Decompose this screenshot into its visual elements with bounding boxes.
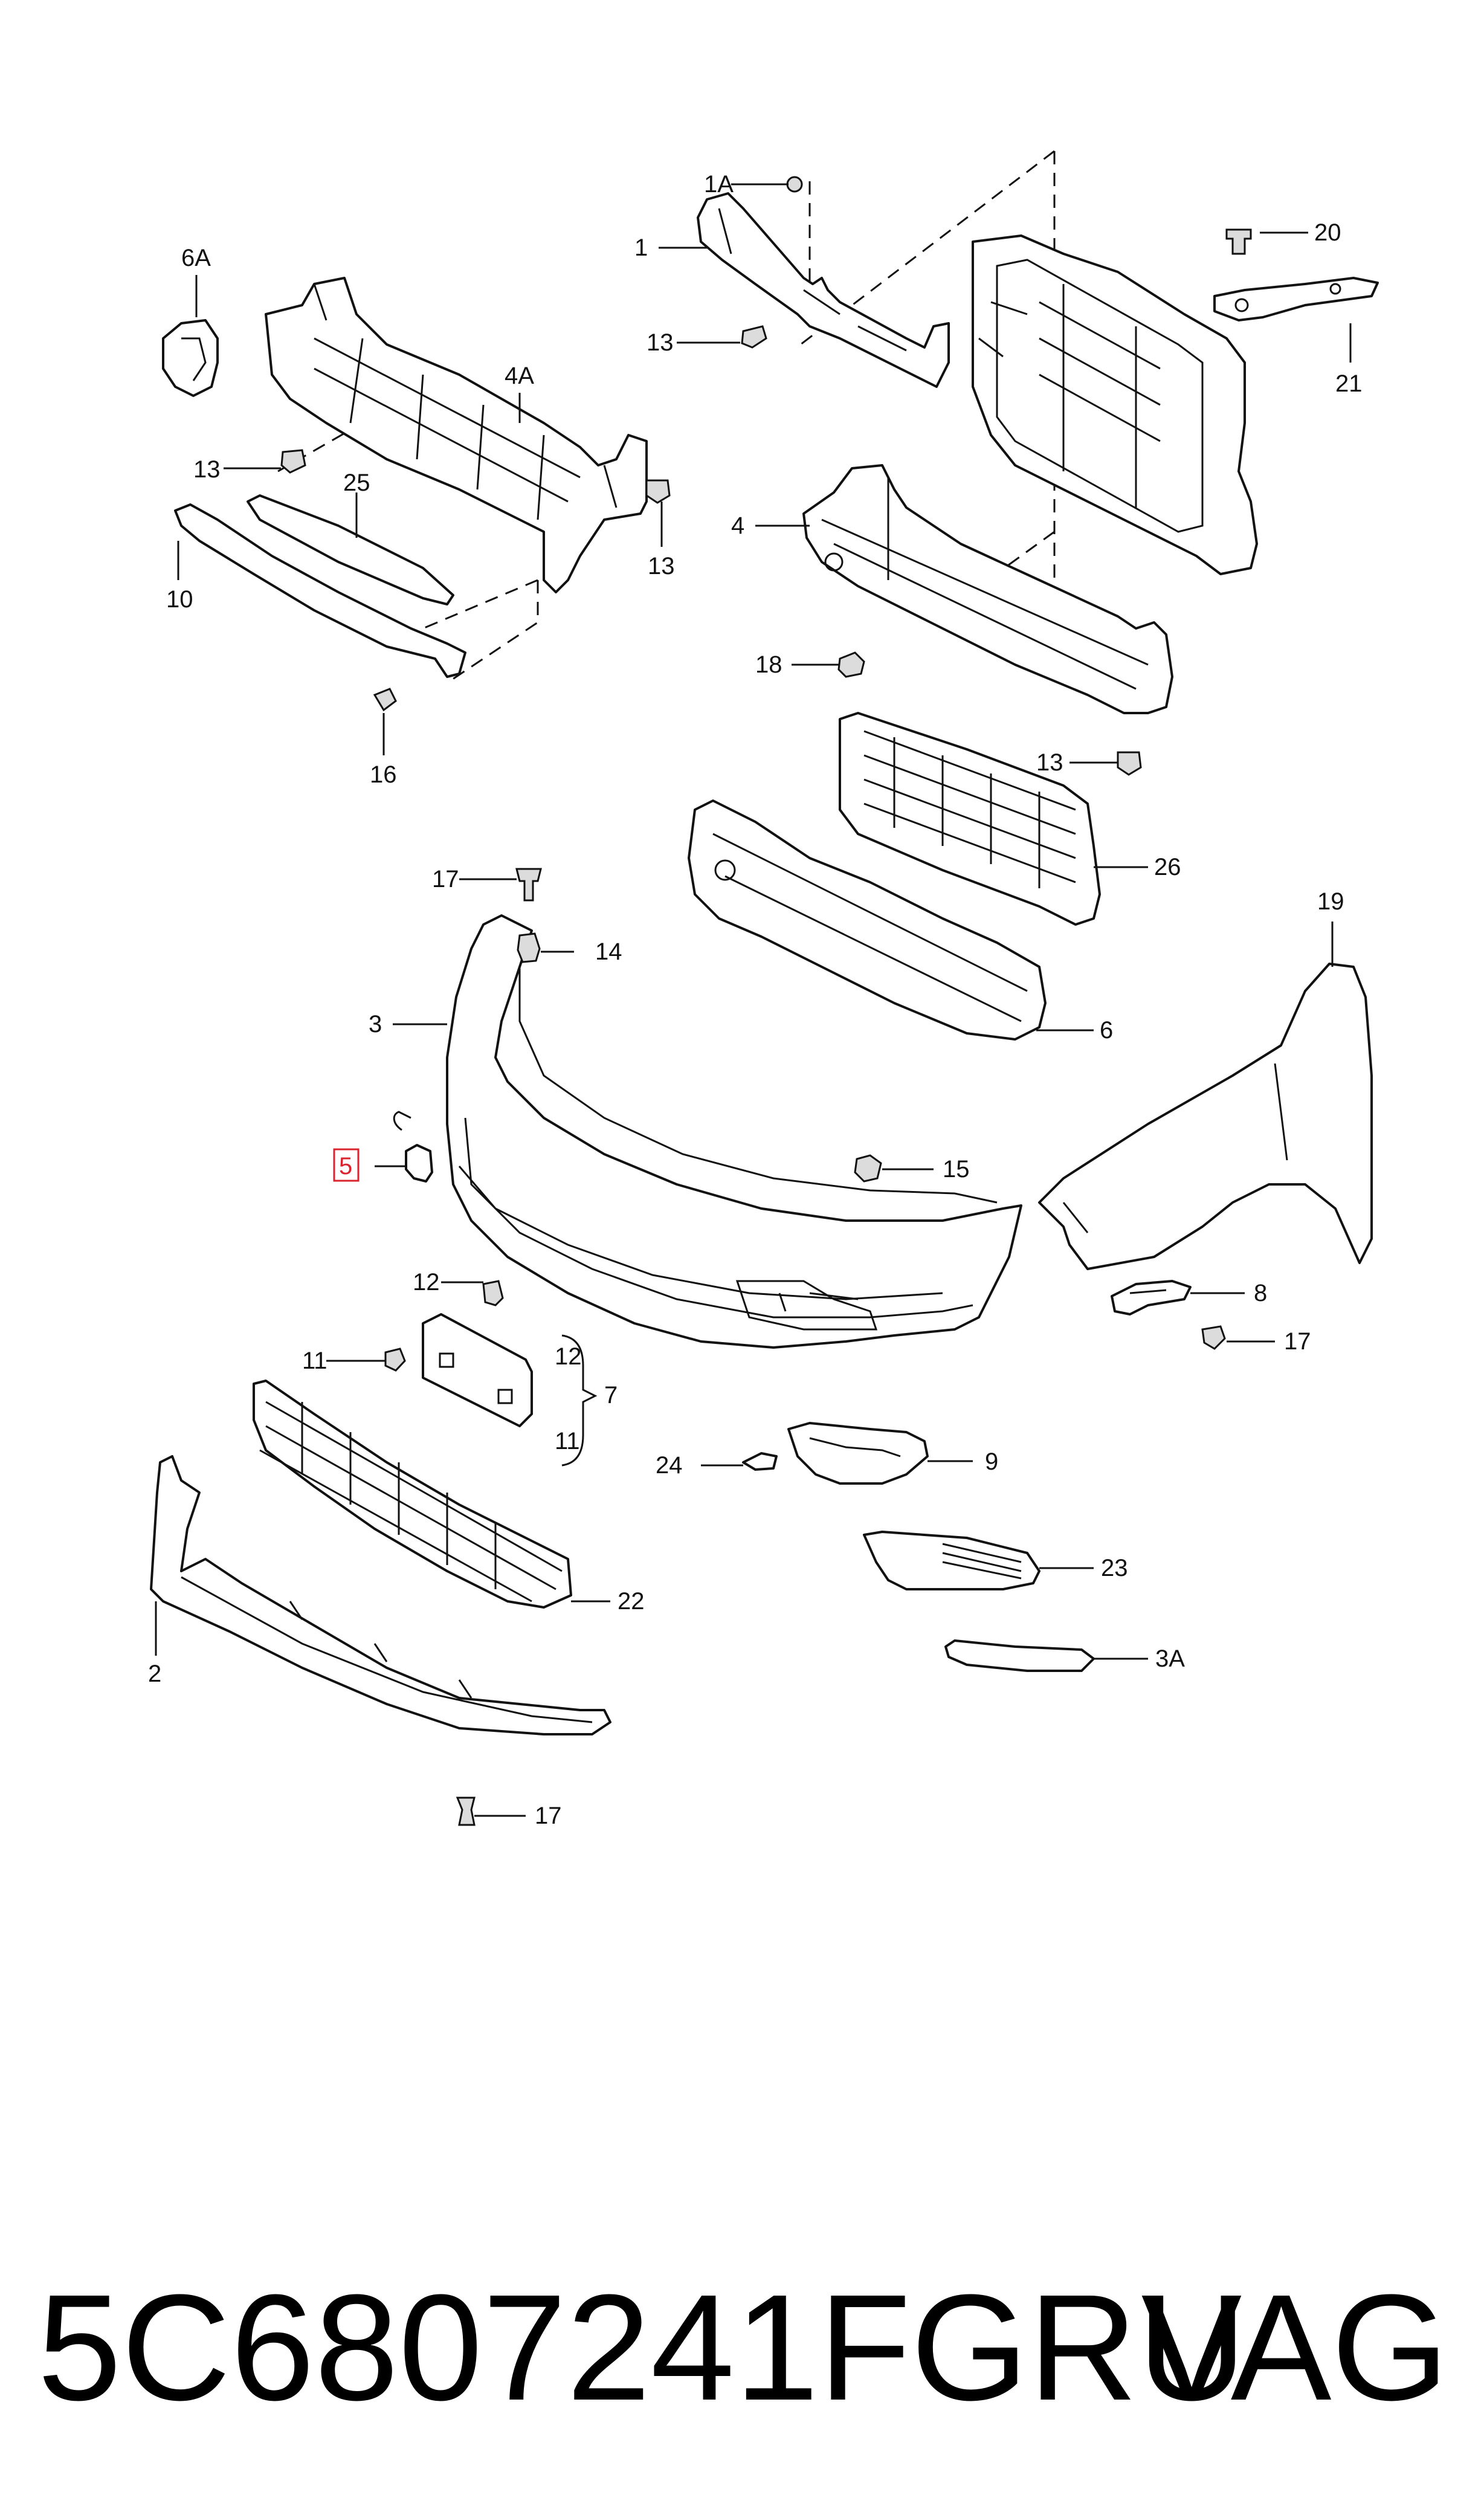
clip-12-icon bbox=[482, 1280, 504, 1306]
brand-name: VAG bbox=[1141, 2263, 1449, 2432]
callout-17: 17 bbox=[1284, 1328, 1311, 1355]
part-9-fog-bracket bbox=[787, 1422, 929, 1485]
part-5-tow-hook-cap bbox=[393, 1111, 433, 1183]
callout-2: 2 bbox=[148, 1661, 161, 1687]
part-4-cross-member bbox=[802, 464, 1173, 714]
part-24-clip bbox=[742, 1452, 778, 1471]
part-19-fender bbox=[1038, 963, 1373, 1270]
part-10-lower-strip bbox=[174, 503, 466, 678]
callout-19: 19 bbox=[1317, 888, 1344, 915]
callout-12: 12 bbox=[413, 1269, 440, 1296]
part-3A-trim-strip bbox=[944, 1639, 1095, 1672]
part-4A-impact-absorber bbox=[265, 277, 648, 593]
callout-17: 17 bbox=[432, 866, 459, 893]
callout-13: 13 bbox=[647, 329, 674, 356]
part-26-louvered-grille bbox=[839, 712, 1101, 926]
part-6-foam-absorber bbox=[688, 799, 1047, 1041]
callout-13: 13 bbox=[648, 553, 675, 579]
nut-1A-icon bbox=[786, 176, 803, 193]
callout-11: 11 bbox=[555, 1428, 580, 1454]
callout-18: 18 bbox=[755, 651, 782, 678]
screw-17-icon bbox=[515, 868, 542, 902]
clip-14-icon bbox=[517, 932, 541, 963]
callout-7: 7 bbox=[604, 1382, 618, 1409]
part-3-bumper-cover bbox=[446, 914, 1022, 1349]
clip-15-icon bbox=[854, 1154, 882, 1183]
nut-18-icon bbox=[837, 651, 865, 678]
bolt-13-icon bbox=[1117, 751, 1142, 776]
callout-8: 8 bbox=[1254, 1280, 1267, 1306]
part-25-strip bbox=[247, 494, 454, 605]
callout-24: 24 bbox=[656, 1452, 683, 1479]
callout-11: 11 bbox=[302, 1348, 327, 1374]
callout-4: 4 bbox=[731, 512, 744, 539]
callout-6A: 6A bbox=[181, 245, 211, 271]
screw-17-icon bbox=[456, 1796, 476, 1826]
callout-21: 21 bbox=[1335, 370, 1363, 397]
callout-23: 23 bbox=[1101, 1555, 1128, 1581]
callout-3A: 3A bbox=[1155, 1645, 1185, 1672]
callout-26: 26 bbox=[1154, 854, 1181, 880]
bolt-13-icon bbox=[741, 325, 767, 349]
part-22-lower-grille bbox=[253, 1380, 572, 1609]
callout-1: 1 bbox=[634, 234, 648, 261]
bolt-13-icon bbox=[280, 449, 306, 474]
callout-4A: 4A bbox=[505, 363, 534, 389]
bolt-13-icon bbox=[645, 479, 671, 504]
callout-16: 16 bbox=[370, 761, 397, 788]
callout-14: 14 bbox=[595, 938, 622, 965]
part-8-bracket bbox=[1111, 1280, 1192, 1315]
callout-9: 9 bbox=[985, 1448, 998, 1475]
callout-3: 3 bbox=[369, 1011, 382, 1038]
callout-5: 5 bbox=[339, 1153, 352, 1180]
part-23-fog-trim bbox=[863, 1531, 1040, 1590]
callout-13: 13 bbox=[193, 456, 221, 483]
fasteners bbox=[280, 325, 1226, 1826]
callout-10: 10 bbox=[166, 586, 193, 613]
screw-11-icon bbox=[384, 1348, 406, 1372]
part-21-bracket bbox=[1213, 228, 1379, 321]
callout-5-highlight bbox=[333, 1148, 360, 1182]
leader-lines bbox=[155, 183, 1352, 1817]
callout-25: 25 bbox=[343, 470, 370, 496]
callout-labels: 1A 1 13 6A 4A 13 13 25 10 4 18 16 13 26 … bbox=[148, 171, 1363, 1829]
callout-15: 15 bbox=[943, 1156, 970, 1183]
screw-17-icon bbox=[1201, 1325, 1226, 1350]
callout-20: 20 bbox=[1314, 219, 1341, 246]
callout-13: 13 bbox=[1036, 749, 1063, 776]
part-7-plate-bracket bbox=[422, 1313, 533, 1427]
part-1-upper-bracket bbox=[697, 176, 950, 388]
callout-12: 12 bbox=[555, 1343, 582, 1370]
callout-6: 6 bbox=[1100, 1017, 1113, 1044]
part-6A-corner bbox=[162, 319, 219, 397]
screw-20-icon bbox=[1225, 228, 1252, 255]
radiator-support-frame bbox=[972, 234, 1258, 575]
part-number: 5C6807241FGRU bbox=[37, 2263, 1247, 2432]
callout-17: 17 bbox=[535, 1803, 562, 1829]
callout-22: 22 bbox=[618, 1588, 645, 1615]
callout-1A: 1A bbox=[704, 171, 734, 198]
bolt-16-icon bbox=[373, 688, 397, 712]
part-2-spoiler-lip bbox=[150, 1455, 611, 1735]
